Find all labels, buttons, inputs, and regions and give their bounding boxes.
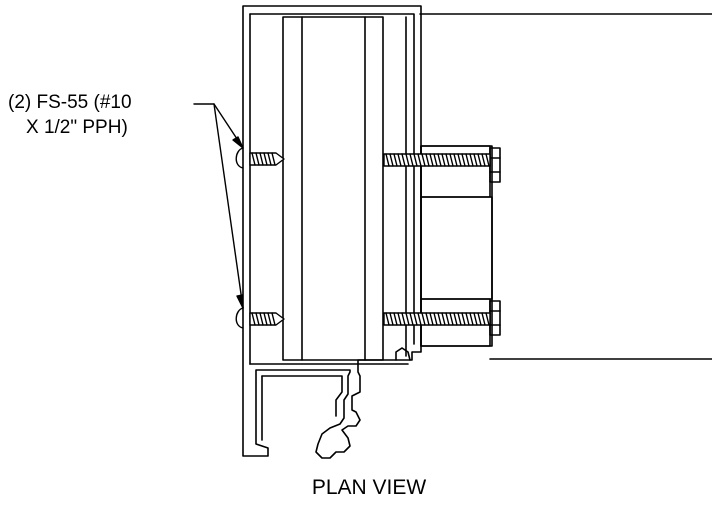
screw-bottom	[235, 307, 285, 329]
callout-leader	[193, 103, 244, 309]
main-extrusion	[242, 5, 422, 459]
adjacent-frame	[419, 13, 712, 360]
view-title: PLAN VIEW	[311, 476, 427, 499]
screw-callout-line1: (2) FS-55 (#10	[8, 92, 132, 113]
screw-top	[235, 147, 285, 169]
screw-callout-line2: X 1/2" PPH)	[26, 117, 128, 138]
bolt-thread-bottom	[383, 312, 491, 326]
infill-panel	[282, 16, 407, 361]
bolt-thread-top	[383, 153, 491, 167]
